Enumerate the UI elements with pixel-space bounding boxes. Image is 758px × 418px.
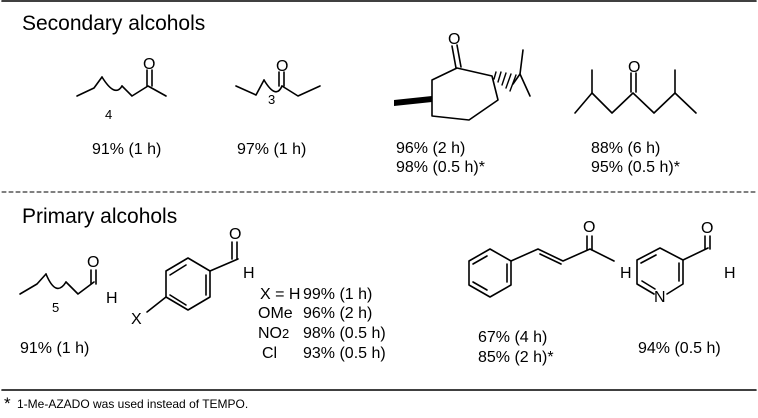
substituent-value: Cl — [262, 345, 278, 362]
structure-diisobutyl-ketone — [574, 69, 697, 114]
structure-3-heptanone — [235, 71, 321, 97]
chain-count-label: 3 — [268, 92, 276, 107]
oxygen-atom-label: O — [143, 56, 156, 73]
yield-label: 98% (0.5 h) — [303, 325, 386, 342]
oxygen-atom-label: O — [276, 58, 289, 75]
secondary-alcohols-heading: Secondary alcohols — [22, 12, 206, 35]
yield-label: 93% (0.5 h) — [303, 345, 386, 362]
oxygen-atom-label: O — [229, 226, 242, 243]
yield-label: 91% (1 h) — [92, 141, 162, 158]
structure-cinnamaldehyde — [468, 235, 615, 298]
footnote-text: 1-Me-AZADO was used instead of TEMPO. — [17, 397, 249, 411]
structure-nonanal — [19, 269, 97, 295]
yield-label: 97% (1 h) — [237, 141, 307, 158]
structure-menthone — [394, 44, 531, 121]
yield-label: 95% (0.5 h)* — [591, 159, 680, 176]
oxygen-atom-label: O — [701, 220, 714, 237]
oxygen-atom-label: O — [448, 31, 461, 48]
wedge-bond — [394, 96, 432, 106]
yield-label: 96% (2 h) — [303, 305, 373, 322]
substituent-value: X = H — [260, 286, 301, 303]
chain-count-label: 5 — [52, 300, 60, 315]
yield-label: 94% (0.5 h) — [638, 340, 721, 357]
nitrogen-atom-label: N — [654, 289, 666, 306]
structure-benzaldehyde — [146, 241, 239, 313]
oxygen-atom-label: O — [87, 254, 100, 271]
substituent-value: OMe — [258, 305, 293, 322]
structure-2-octanone — [76, 69, 167, 97]
structure-nicotinaldehyde — [636, 235, 711, 295]
hydrogen-atom-label: H — [724, 265, 736, 282]
yield-label: 91% (1 h) — [20, 340, 90, 357]
hydrogen-atom-label: H — [243, 265, 255, 282]
hashed-bond — [493, 71, 517, 92]
yield-label: 99% (1 h) — [303, 286, 373, 303]
primary-alcohols-heading: Primary alcohols — [22, 205, 178, 228]
yield-label: 85% (2 h)* — [478, 349, 554, 366]
yield-label: 67% (4 h) — [478, 329, 548, 346]
yield-label: 88% (6 h) — [591, 140, 661, 157]
footnote-mark: * — [4, 394, 11, 413]
hydrogen-atom-label: H — [620, 265, 632, 282]
oxygen-atom-label: O — [628, 59, 641, 76]
yield-label: 98% (0.5 h)* — [396, 159, 485, 176]
oxygen-atom-label: O — [583, 219, 596, 236]
chain-count-label: 4 — [105, 107, 113, 122]
substituent-value: NO2 — [258, 325, 290, 342]
substituent-x-label: X — [131, 311, 142, 328]
yield-label: 96% (2 h) — [396, 140, 466, 157]
hydrogen-atom-label: H — [106, 290, 118, 307]
